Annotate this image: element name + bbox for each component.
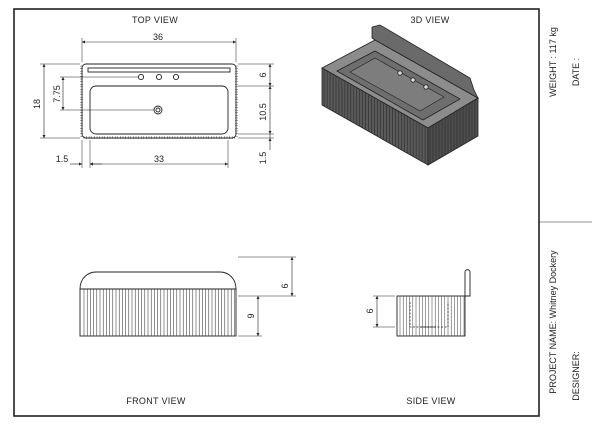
dim-side-height: 6 [365, 308, 375, 313]
side-view-label: SIDE VIEW [406, 396, 455, 406]
drain-hole-inner [155, 107, 161, 113]
side-ribs [399, 296, 465, 336]
designer-field: DESIGNER: [571, 351, 581, 401]
front-body [79, 288, 237, 337]
dim-basin-depth: 10.5 [258, 103, 268, 121]
top-back-rail [87, 67, 231, 73]
side-backsplash [464, 269, 471, 297]
iso-view [321, 24, 479, 166]
dim-edge-right: 1.5 [258, 152, 268, 165]
dim-width: 36 [153, 32, 163, 42]
iso-tap-right [423, 84, 429, 90]
front-view [79, 256, 296, 337]
dim-edge: 1.5 [56, 154, 69, 164]
tap-hole-right [172, 73, 180, 81]
sheet-border [13, 8, 540, 417]
dim-back-height: 6 [258, 72, 268, 77]
dim-depth: 18 [32, 99, 42, 109]
iso-backsplash [371, 24, 479, 99]
dim-front-lower: 9 [246, 313, 256, 318]
tap-hole-center [155, 73, 163, 81]
front-ribs [83, 289, 235, 336]
side-view [373, 269, 471, 337]
weight-field: WEIGHT : 117 kg [548, 27, 558, 97]
dim-front-upper: 6 [280, 283, 290, 288]
iso-tap-center [410, 77, 416, 83]
top-view [40, 38, 274, 168]
drain-hole [153, 105, 163, 115]
iso-ribs [323, 69, 476, 164]
tap-hole-left [137, 73, 145, 81]
iso-right-face [427, 97, 479, 166]
top-view-label: TOP VIEW [132, 15, 178, 25]
date-field: DATE : [571, 58, 581, 86]
dim-inner-length: 33 [154, 154, 164, 164]
iso-tap-left [397, 70, 403, 76]
front-view-label: FRONT VIEW [126, 396, 186, 406]
iso-view-label: 3D VIEW [410, 15, 449, 25]
top-ribs [80, 65, 238, 139]
dim-tap-offset: 7.75 [52, 85, 62, 103]
iso-basin-floor [349, 57, 445, 112]
side-body [396, 295, 466, 337]
top-outline [81, 63, 237, 139]
project-name-field: PROJECT NAME: Whitney Dockery [548, 250, 558, 394]
front-backsplash [79, 271, 237, 290]
